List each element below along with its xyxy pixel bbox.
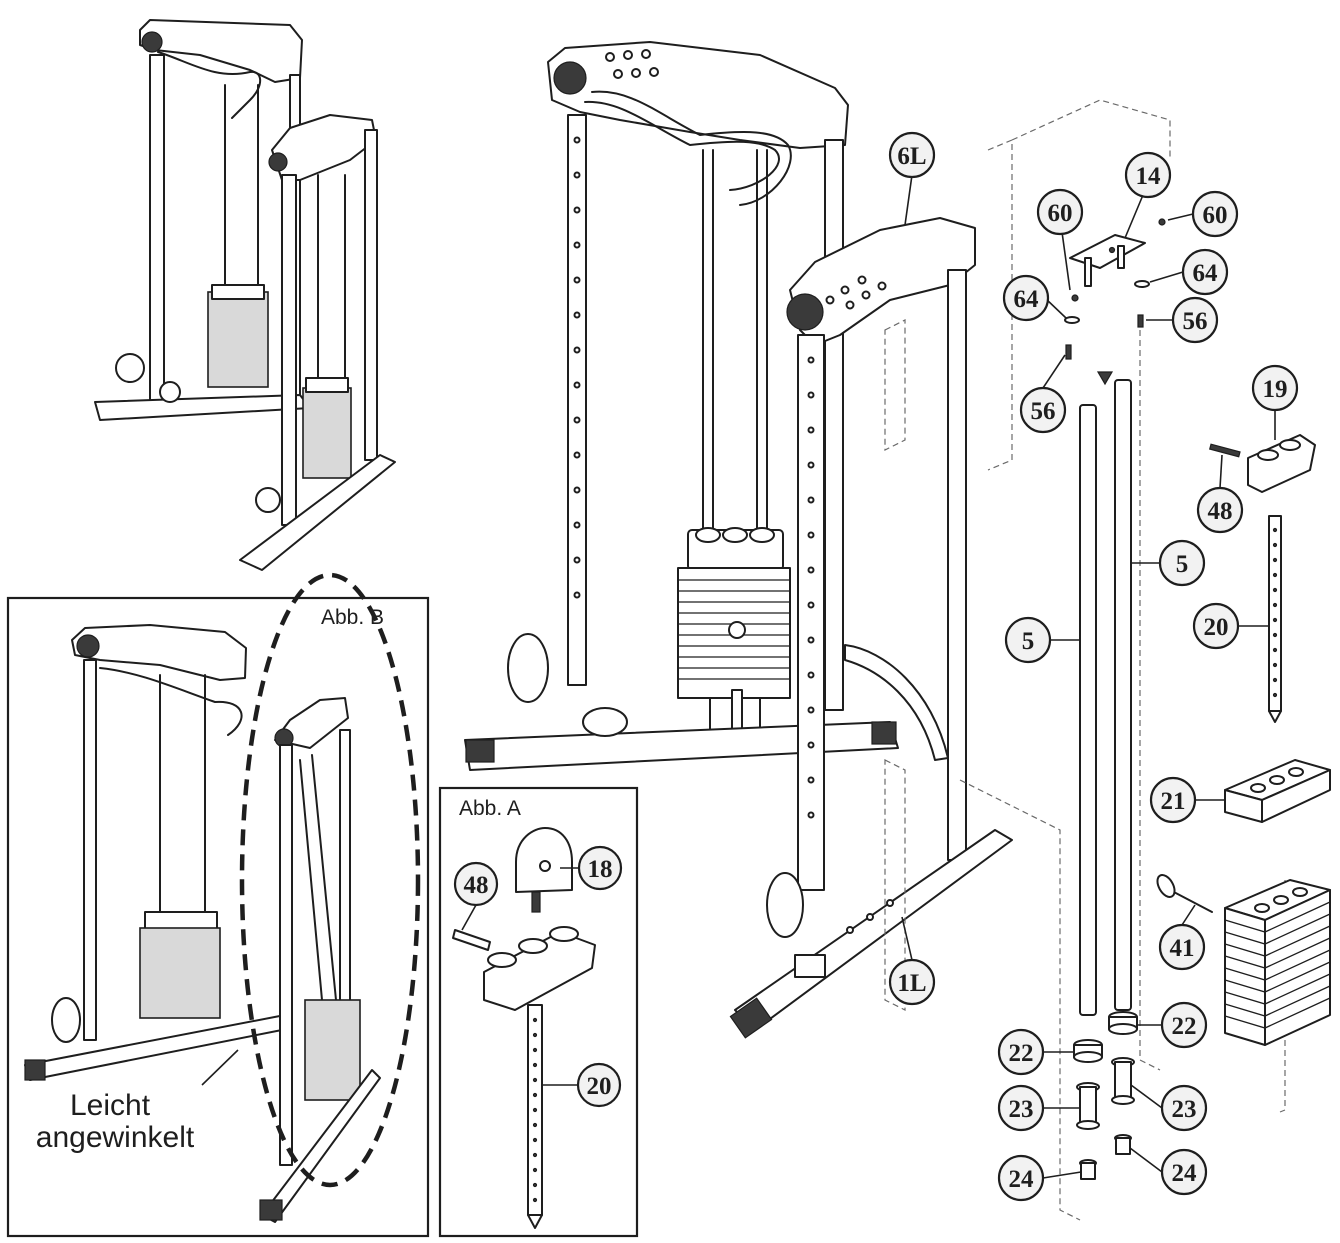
selector-rod-holes — [1272, 527, 1278, 698]
callout-64-right: 64 — [1181, 248, 1229, 296]
abb-b-label: Abb. B — [321, 606, 384, 629]
highlight-ellipse — [239, 572, 421, 1188]
left-post-holes — [573, 136, 581, 599]
callout-56-left: 56 — [1019, 386, 1067, 434]
svg-text:56: 56 — [1183, 308, 1208, 335]
callout-22-right: 22 — [1160, 1001, 1208, 1049]
main-stack-plates — [678, 579, 790, 680]
svg-text:20: 20 — [1204, 614, 1229, 641]
svg-text:6L: 6L — [897, 143, 926, 170]
callout-23-right: 23 — [1160, 1084, 1208, 1132]
note-leicht: Leicht — [70, 1089, 151, 1122]
svg-text:1L: 1L — [897, 970, 926, 997]
svg-text:64: 64 — [1193, 260, 1219, 287]
callout-60-right: 60 — [1191, 190, 1239, 238]
callout-20-abb-a: 20 — [576, 1062, 622, 1108]
svg-text:24: 24 — [1172, 1160, 1198, 1187]
svg-text:20: 20 — [587, 1073, 612, 1100]
svg-text:23: 23 — [1172, 1096, 1197, 1123]
front-post-holes — [807, 356, 815, 819]
abb-a-label: Abb. A — [459, 797, 521, 820]
svg-text:18: 18 — [588, 856, 613, 883]
callout-5-right: 5 — [1158, 539, 1206, 587]
callout-18: 18 — [577, 845, 623, 891]
note-angewinkelt: angewinkelt — [36, 1121, 195, 1154]
callout-21: 21 — [1149, 776, 1197, 824]
svg-text:22: 22 — [1009, 1040, 1034, 1067]
callout-19: 19 — [1251, 364, 1299, 412]
callout-24-left: 24 — [997, 1154, 1045, 1202]
svg-text:22: 22 — [1172, 1013, 1197, 1040]
callout-64-left: 64 — [1002, 274, 1050, 322]
callout-6L: 6L — [888, 131, 936, 179]
svg-text:21: 21 — [1161, 788, 1186, 815]
callout-22-left: 22 — [997, 1028, 1045, 1076]
exploded-parts — [1064, 218, 1331, 1180]
stack-plate-lines — [1224, 901, 1331, 1029]
leader-lines — [461, 174, 1276, 1179]
svg-text:60: 60 — [1048, 200, 1073, 227]
svg-text:5: 5 — [1176, 551, 1189, 578]
callout-20-right: 20 — [1192, 602, 1240, 650]
callout-56-right: 56 — [1171, 296, 1219, 344]
callout-14: 14 — [1124, 151, 1172, 199]
svg-text:14: 14 — [1136, 163, 1162, 190]
svg-text:60: 60 — [1203, 202, 1228, 229]
svg-text:5: 5 — [1022, 628, 1035, 655]
svg-text:48: 48 — [1208, 498, 1233, 525]
svg-text:24: 24 — [1009, 1166, 1035, 1193]
callout-48-abb-a: 48 — [453, 861, 499, 907]
callout-60-left: 60 — [1036, 188, 1084, 236]
alignment-guides — [884, 99, 1286, 1221]
overview-machine — [94, 19, 396, 571]
abb-a-rod-holes — [532, 1017, 538, 1203]
svg-text:56: 56 — [1031, 398, 1056, 425]
figure-abb-b — [6, 572, 430, 1238]
svg-text:41: 41 — [1170, 935, 1195, 962]
callout-24-right: 24 — [1160, 1148, 1208, 1196]
figure-abb-a — [438, 786, 639, 1238]
callout-5-left: 5 — [1004, 616, 1052, 664]
svg-text:23: 23 — [1009, 1096, 1034, 1123]
svg-text:19: 19 — [1263, 376, 1288, 403]
callout-1L: 1L — [888, 958, 936, 1006]
svg-text:48: 48 — [464, 872, 489, 899]
main-machine — [464, 41, 1013, 1039]
callout-23-left: 23 — [997, 1084, 1045, 1132]
svg-text:64: 64 — [1014, 286, 1040, 313]
callout-48-right: 48 — [1196, 486, 1244, 534]
callout-41: 41 — [1158, 923, 1206, 971]
